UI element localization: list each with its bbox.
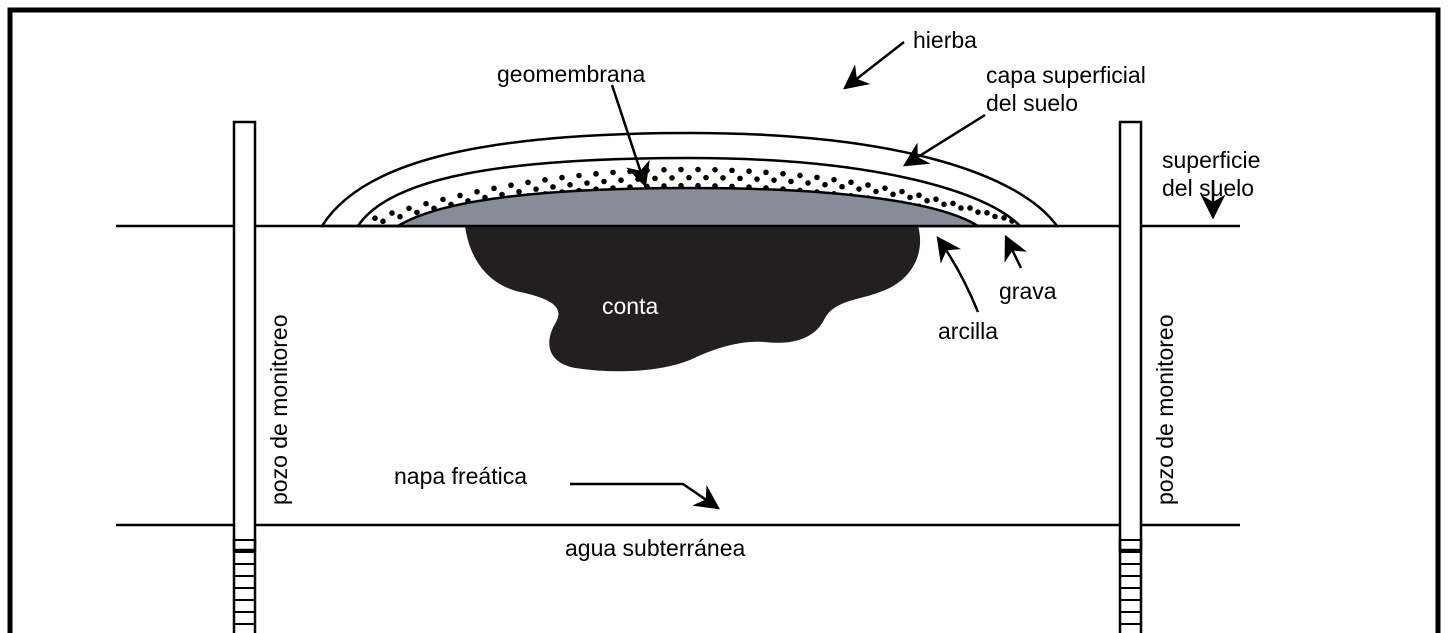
monitoring-well-left-label: pozo de monitoreo <box>266 314 292 505</box>
grass-label: hierba <box>913 27 977 53</box>
gravel-arrow <box>1006 237 1021 268</box>
monitoring-well-left <box>234 122 255 633</box>
monitoring-well-right <box>1120 122 1141 633</box>
contaminant-plume <box>465 226 920 371</box>
topsoil-arrow <box>905 115 985 165</box>
contaminant-label: conta <box>602 293 658 319</box>
gravel-label: grava <box>999 278 1057 304</box>
topsoil-label-line1: capa superficial <box>986 62 1146 88</box>
well-screen-left <box>234 540 255 624</box>
well-screen-right <box>1120 540 1141 624</box>
geomembrane-label: geomembrana <box>497 61 646 87</box>
ground-surface-label-line1: superficie <box>1162 147 1260 173</box>
water-table-label: napa freática <box>394 463 527 489</box>
monitoring-well-right-label: pozo de monitoreo <box>1152 314 1178 505</box>
grass-arrow <box>845 42 904 88</box>
ground-surface-label-line2: del suelo <box>1162 175 1254 201</box>
water-table-arrow <box>570 484 718 508</box>
clay-arrow <box>938 238 978 312</box>
topsoil-label-line2: del suelo <box>986 90 1078 116</box>
groundwater-label: agua subterránea <box>565 535 746 561</box>
clay-label: arcilla <box>938 318 998 344</box>
